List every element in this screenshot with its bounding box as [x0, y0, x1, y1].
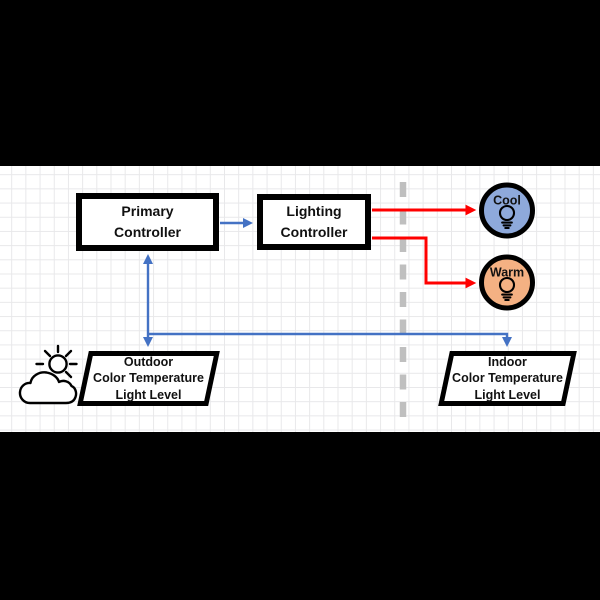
diagram-canvas: Cool Warm Primary Controller Lighting [0, 166, 600, 432]
sun-circle [48, 354, 68, 374]
outdoor-label-line2: Color Temperature [93, 371, 204, 386]
cool-bulb-icon [498, 204, 516, 230]
top-letterbox-bar [0, 0, 600, 166]
bottom-letterbox-bar [0, 432, 600, 600]
lighting-controller-label-line2: Controller [280, 224, 348, 240]
outdoor-label-line3: Light Level [115, 387, 182, 402]
primary-controller-label-line1: Primary [121, 203, 174, 219]
cool-light-label: Cool [493, 194, 521, 208]
lighting-controller-label-line1: Lighting [286, 203, 342, 219]
arrow-lighting-to-warm [372, 236, 477, 289]
primary-controller-label-line2: Controller [114, 224, 181, 240]
sun-cloud-icon [18, 344, 78, 405]
diagram-connectors-layer: Cool Warm [18, 182, 535, 418]
cool-light-node: Cool [479, 182, 535, 239]
indoor-label-line3: Light Level [474, 387, 541, 402]
outdoor-input-parallelogram: Outdoor Color Temperature Light Level [77, 351, 220, 406]
lighting-controller-box: Lighting Controller [257, 194, 371, 250]
indoor-label-line1: Indoor [488, 354, 527, 369]
primary-controller-box: Primary Controller [76, 193, 219, 251]
warm-light-node: Warm [479, 254, 535, 311]
outdoor-input-label: Outdoor Color Temperature Light Level [88, 354, 209, 402]
cool-light-circle [479, 182, 535, 239]
arrow-branch-to-indoor [148, 332, 512, 347]
sun-rays [35, 344, 78, 379]
warm-bulb-icon [498, 276, 516, 302]
indoor-input-parallelogram: Indoor Color Temperature Light Level [438, 351, 577, 406]
cloud-shape [18, 371, 78, 405]
indoor-label-line2: Color Temperature [452, 371, 563, 386]
outdoor-label-line1: Outdoor [123, 354, 174, 369]
indoor-input-label: Indoor Color Temperature Light Level [449, 354, 566, 402]
warm-light-label: Warm [490, 266, 524, 280]
warm-light-circle [479, 254, 535, 311]
